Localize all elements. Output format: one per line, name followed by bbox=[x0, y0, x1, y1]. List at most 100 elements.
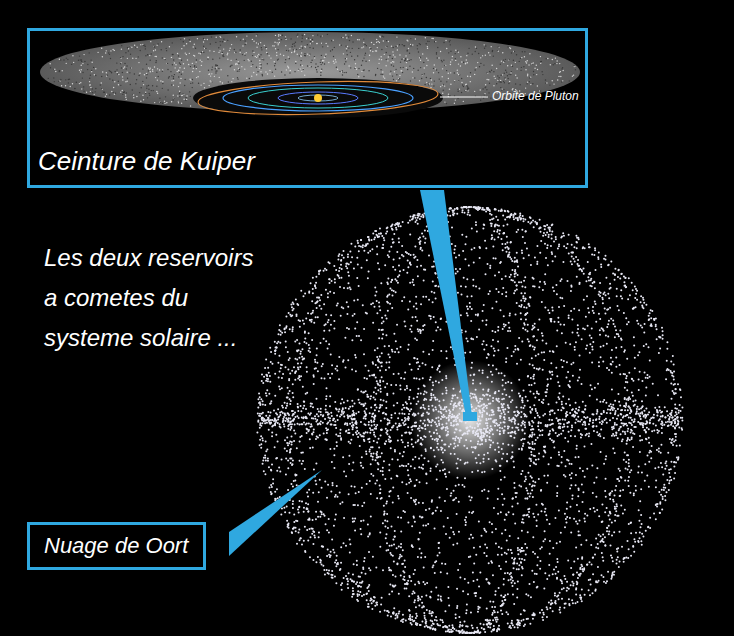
oort-dot bbox=[410, 480, 412, 482]
oort-dot bbox=[328, 531, 330, 533]
oort-dot bbox=[458, 616, 460, 618]
oort-dot bbox=[517, 580, 519, 582]
oort-dot bbox=[641, 544, 643, 546]
oort-dot bbox=[565, 376, 567, 378]
oort-dot bbox=[596, 399, 598, 401]
oort-dot bbox=[499, 262, 501, 264]
oort-dot bbox=[382, 467, 384, 469]
oort-dot bbox=[645, 377, 647, 379]
oort-dot bbox=[446, 488, 448, 490]
oort-dot bbox=[546, 482, 548, 484]
oort-dot bbox=[268, 393, 270, 395]
oort-dot bbox=[510, 549, 512, 551]
oort-dot bbox=[581, 484, 583, 486]
oort-dot bbox=[636, 320, 638, 322]
oort-dot bbox=[455, 256, 457, 258]
oort-dot bbox=[381, 376, 383, 378]
oort-dot bbox=[557, 561, 559, 563]
oort-dot bbox=[474, 393, 476, 395]
oort-dot bbox=[646, 474, 648, 476]
oort-dot bbox=[325, 314, 327, 316]
oort-dot bbox=[425, 619, 427, 621]
oort-dot bbox=[333, 292, 335, 294]
oort-dot bbox=[681, 420, 683, 422]
oort-dot bbox=[577, 558, 579, 560]
oort-dot bbox=[388, 495, 390, 497]
oort-dot bbox=[590, 337, 592, 339]
oort-dot bbox=[513, 292, 515, 294]
oort-dot bbox=[315, 561, 317, 563]
oort-dot bbox=[397, 459, 399, 461]
oort-dot bbox=[482, 227, 484, 229]
oort-dot bbox=[466, 603, 468, 605]
oort-dot bbox=[513, 466, 515, 468]
oort-dot bbox=[638, 351, 640, 353]
oort-dot bbox=[591, 388, 593, 390]
oort-dot bbox=[589, 352, 591, 354]
oort-dot bbox=[331, 373, 333, 375]
oort-dot bbox=[561, 456, 563, 458]
oort-dot bbox=[635, 489, 637, 491]
oort-dot bbox=[323, 303, 325, 305]
oort-dot bbox=[445, 533, 447, 535]
oort-dot bbox=[425, 392, 427, 394]
oort-dot bbox=[548, 564, 550, 566]
oort-dot bbox=[643, 332, 645, 334]
oort-dot bbox=[409, 614, 411, 616]
oort-dot bbox=[404, 321, 406, 323]
oort-dot bbox=[537, 513, 539, 515]
oort-dot bbox=[355, 356, 357, 358]
oort-dot bbox=[392, 266, 394, 268]
oort-dot bbox=[402, 404, 404, 406]
oort-dot bbox=[472, 451, 474, 453]
oort-dot bbox=[544, 306, 546, 308]
oort-dot bbox=[511, 498, 513, 500]
oort-dot bbox=[291, 436, 293, 438]
oort-dot bbox=[499, 465, 501, 467]
oort-dot bbox=[572, 362, 574, 364]
oort-dot bbox=[329, 395, 331, 397]
oort-dot bbox=[617, 556, 619, 558]
oort-dot bbox=[308, 489, 310, 491]
oort-dot bbox=[575, 402, 577, 404]
oort-dot bbox=[544, 538, 546, 540]
oort-dot bbox=[620, 346, 622, 348]
oort-dot bbox=[376, 245, 378, 247]
oort-dot bbox=[404, 559, 406, 561]
oort-dot bbox=[583, 299, 585, 301]
oort-dot bbox=[420, 332, 422, 334]
oort-dot bbox=[511, 505, 513, 507]
oort-dot bbox=[650, 317, 652, 319]
oort-dot bbox=[311, 300, 313, 302]
oort-dot bbox=[355, 583, 357, 585]
oort-dot bbox=[578, 510, 580, 512]
oort-dot bbox=[313, 469, 315, 471]
oort-dot bbox=[340, 315, 342, 317]
oort-dot bbox=[315, 276, 317, 278]
oort-dot bbox=[615, 507, 617, 509]
oort-dot bbox=[538, 478, 540, 480]
oort-dot bbox=[457, 569, 459, 571]
oort-dot bbox=[481, 471, 483, 473]
oort-dot bbox=[385, 537, 387, 539]
oort-dot bbox=[311, 339, 313, 341]
oort-dot bbox=[513, 351, 515, 353]
oort-dot bbox=[492, 365, 494, 367]
oort-dot bbox=[497, 498, 499, 500]
oort-dot bbox=[628, 476, 630, 478]
oort-dot bbox=[466, 278, 468, 280]
oort-dot bbox=[490, 225, 492, 227]
oort-dot bbox=[575, 589, 577, 591]
oort-dot bbox=[575, 484, 577, 486]
oort-dot bbox=[327, 321, 329, 323]
oort-dot bbox=[509, 535, 511, 537]
oort-dot bbox=[341, 501, 343, 503]
oort-dot bbox=[625, 377, 627, 379]
oort-dot bbox=[503, 315, 505, 317]
oort-dot bbox=[673, 466, 675, 468]
oort-dot bbox=[386, 520, 388, 522]
oort-dot bbox=[506, 223, 508, 225]
oort-dot bbox=[398, 373, 400, 375]
oort-dot bbox=[415, 302, 417, 304]
oort-dot bbox=[597, 383, 599, 385]
